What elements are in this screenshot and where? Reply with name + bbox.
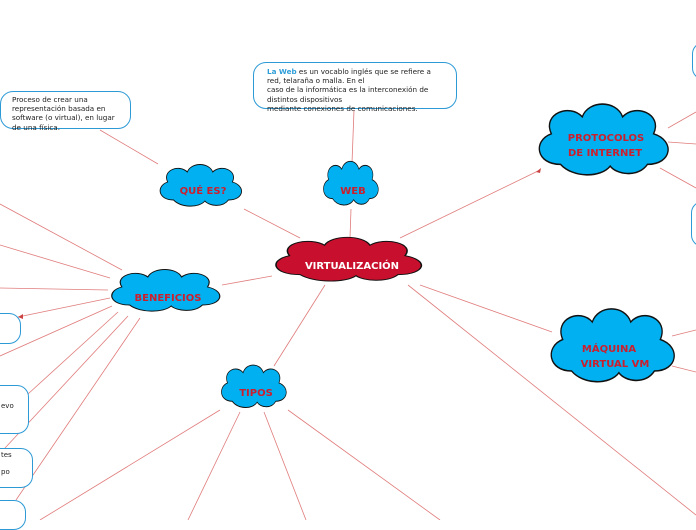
edge-note-left-3[interactable] <box>0 448 33 488</box>
connector-maquina <box>419 284 553 333</box>
node-que-es-label: QUÉ ES? <box>180 184 227 197</box>
fragment-po: po <box>1 468 10 476</box>
connector-que-es-note <box>99 129 159 165</box>
connector-beneficios-out-8 <box>15 317 141 501</box>
connector-maquina-out-1 <box>671 329 696 337</box>
center-label: VIRTUALIZACIÓN <box>305 259 399 272</box>
center-node-virtualizacion[interactable]: VIRTUALIZACIÓN <box>275 236 423 282</box>
node-tipos[interactable]: TIPOS <box>220 364 287 409</box>
node-protocolos-line1: PROTOCOLOS <box>568 133 644 144</box>
node-beneficios[interactable]: BENEFICIOS <box>111 268 221 312</box>
connector-beneficios-out-6 <box>27 311 119 395</box>
node-maquina-line2: VIRTUAL VM <box>581 359 650 370</box>
connector-tipos <box>273 284 326 367</box>
connector-beneficios-out-4 <box>17 297 111 318</box>
connector-beneficios-out-3 <box>0 287 109 291</box>
note-que-es-definition[interactable]: Proceso de crear una representación basa… <box>0 91 131 132</box>
note-que-line3: software (o virtual), en lugar <box>12 113 115 123</box>
node-protocolos-line2: DE INTERNET <box>568 148 642 159</box>
note-web-line4: distintos dispositivos <box>267 94 343 104</box>
node-maquina-virtual[interactable]: MÁQUINA VIRTUAL VM <box>550 308 676 383</box>
connector-tipos-out-1 <box>39 409 221 520</box>
edge-note-left-2[interactable] <box>0 385 29 434</box>
note-web-definition[interactable]: La Web es un vocablo inglés que se refie… <box>253 62 457 113</box>
note-web-line5: mediante conexiones de comunicaciones. <box>267 103 418 113</box>
connector-tipos-out-4 <box>287 409 441 520</box>
connector-beneficios-out-2 <box>0 244 111 279</box>
fragment-tes: tes <box>1 451 12 459</box>
note-web-line1-rest: es un vocablo inglés que se refiere a <box>296 67 431 76</box>
connector-center-diagonal <box>407 284 696 516</box>
node-protocolos-internet[interactable]: PROTOCOLOS DE INTERNET <box>538 103 669 176</box>
connector-web-note <box>351 109 355 164</box>
note-que-line1: Proceso de crear una <box>12 95 88 104</box>
note-web-line3: caso de la informática es la interconexi… <box>267 85 429 95</box>
edge-note-right-middle[interactable] <box>691 201 696 247</box>
note-que-line4: de una física. <box>12 122 60 132</box>
arrow-marker-protocolos <box>536 168 541 173</box>
connector-protocolos-out-3 <box>659 167 696 189</box>
connector-maquina-out-2 <box>671 365 696 373</box>
node-web[interactable]: WEB <box>322 160 379 206</box>
node-tipos-label: TIPOS <box>239 388 273 399</box>
connector-protocolos <box>399 169 541 239</box>
connector-tipos-out-2 <box>187 411 241 520</box>
note-web-line2: red, telaraña o malla. En el <box>267 76 365 86</box>
note-que-line2: representación basada en <box>12 104 106 114</box>
connector-beneficios-out-5 <box>0 305 113 357</box>
connectors <box>0 109 696 520</box>
connector-beneficios-out-1 <box>0 203 123 271</box>
note-web-highlight: La Web <box>267 67 297 76</box>
fragment-evo: evo <box>1 402 14 410</box>
connector-protocolos-out-2 <box>667 141 696 145</box>
arrow-marker-beneficios <box>18 314 23 319</box>
edge-note-left-1[interactable] <box>0 313 21 344</box>
node-web-label: WEB <box>340 186 365 197</box>
node-que-es[interactable]: QUÉ ES? <box>159 164 243 207</box>
connector-web <box>349 208 352 239</box>
connector-protocolos-out-1 <box>667 111 696 129</box>
node-beneficios-label: BENEFICIOS <box>135 293 202 304</box>
note-web-line1: La Web es un vocablo inglés que se refie… <box>267 67 448 76</box>
edge-note-left-4[interactable] <box>0 500 26 530</box>
node-maquina-line1: MÁQUINA <box>582 342 636 355</box>
connector-tipos-out-3 <box>263 411 307 520</box>
connector-que-es <box>243 208 301 239</box>
connector-beneficios <box>221 275 273 286</box>
